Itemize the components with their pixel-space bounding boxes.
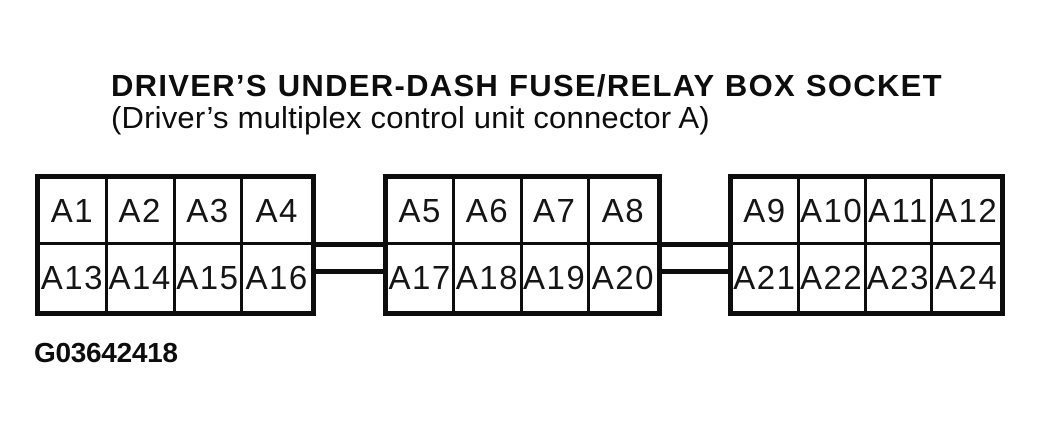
figure-code: G03642418 [34, 337, 178, 368]
connector-wire-left-lower [310, 269, 390, 274]
socket-cell-a5: A5 [388, 179, 456, 245]
socket-cell-a9: A9 [733, 179, 800, 245]
socket-cell-a3: A3 [175, 179, 244, 245]
socket-cell-a19: A19 [522, 245, 590, 311]
socket-cell-a4: A4 [243, 179, 311, 245]
socket-cell-a11: A11 [866, 179, 934, 245]
connector-block-2: A5 A6 A7 A8 A17 A18 A19 A20 [383, 174, 662, 316]
connector-block-1: A1 A2 A3 A4 A13 A14 A15 A16 [35, 174, 316, 316]
connector-block-3: A9 A10 A11 A12 A21 A22 A23 A24 [728, 174, 1005, 316]
socket-cell-a21: A21 [733, 245, 800, 311]
connector-wire-left-upper [310, 242, 390, 247]
socket-cell-a22: A22 [799, 245, 867, 311]
socket-cell-a6: A6 [455, 179, 523, 245]
connector-wire-right-lower [656, 269, 736, 274]
socket-cell-a23: A23 [866, 245, 934, 311]
socket-cell-a1: A1 [40, 179, 108, 245]
diagram-title: DRIVER’S UNDER-DASH FUSE/RELAY BOX SOCKE… [111, 68, 943, 103]
socket-cell-a20: A20 [589, 245, 657, 311]
socket-cell-a15: A15 [175, 245, 244, 311]
socket-cell-a7: A7 [522, 179, 590, 245]
socket-cell-a14: A14 [107, 245, 176, 311]
socket-cell-a8: A8 [589, 179, 657, 245]
socket-cell-a16: A16 [243, 245, 311, 311]
diagram-subtitle: (Driver’s multiplex control unit connect… [111, 100, 710, 135]
socket-cell-a24: A24 [933, 245, 1000, 311]
socket-cell-a17: A17 [388, 245, 456, 311]
socket-cell-a2: A2 [107, 179, 176, 245]
socket-cell-a13: A13 [40, 245, 108, 311]
socket-cell-a10: A10 [799, 179, 867, 245]
socket-cell-a12: A12 [933, 179, 1000, 245]
socket-cell-a18: A18 [455, 245, 523, 311]
connector-wire-right-upper [656, 242, 736, 247]
